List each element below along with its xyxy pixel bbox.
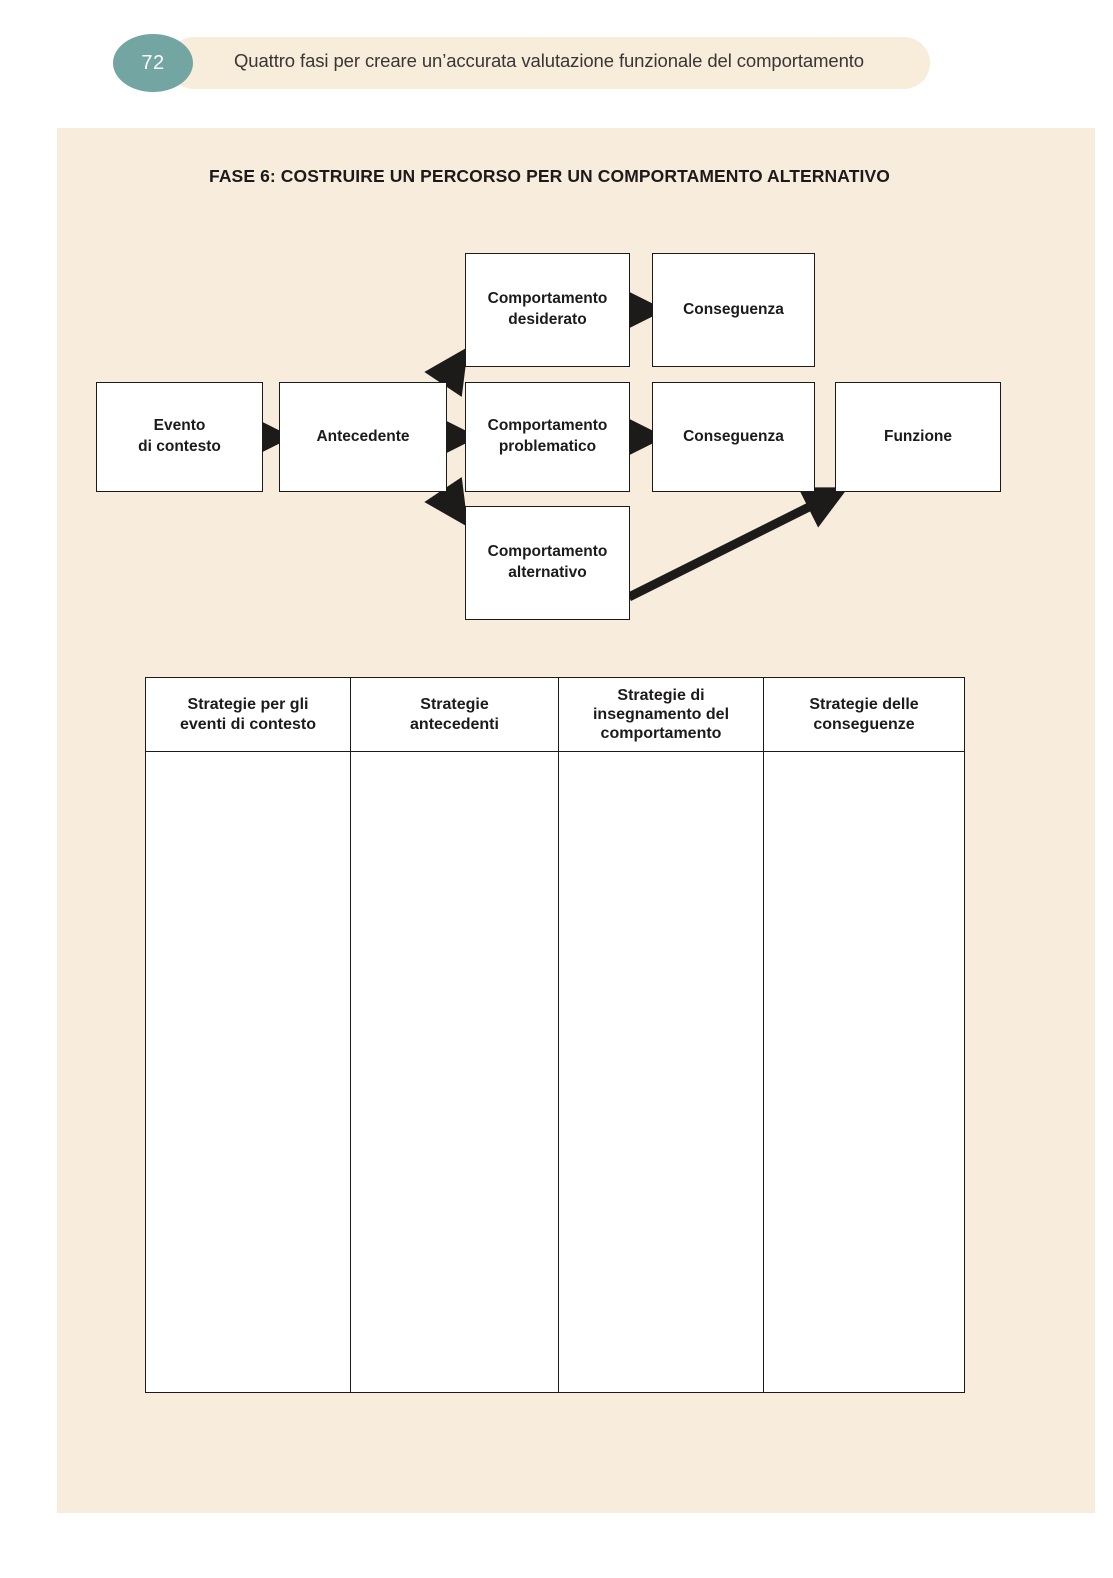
page-number: 72 [141, 51, 165, 74]
table-header-insegnamento-comportamento: Strategie di insegnamento del comportame… [558, 677, 764, 752]
table-cell-strategie-conseguenze[interactable] [763, 751, 965, 1393]
diagram-box-conseguenza-problematico: Conseguenza [652, 382, 815, 492]
table-header-strategie-conseguenze: Strategie delle conseguenze [763, 677, 965, 752]
header-line2: eventi di contesto [179, 715, 317, 733]
arrow-alternativo-to-funzione [626, 487, 849, 602]
box-conseguenza-1-line1: Conseguenza [683, 300, 784, 318]
header-line2: conseguenze [813, 715, 915, 733]
diagram-box-comportamento-alternativo: Comportamento alternativo [465, 506, 630, 620]
table-header-row: Strategie per gli eventi di contesto Str… [145, 677, 965, 752]
table-header-eventi-di-contesto: Strategie per gli eventi di contesto [145, 677, 351, 752]
box-desiderato-line1: Comportamento [487, 290, 608, 308]
box-evento-line2: di contesto [138, 438, 221, 455]
box-funzione-line1: Funzione [883, 427, 953, 445]
behavior-pathway-diagram: Evento di contesto Antecedente Comportam… [57, 128, 1095, 668]
header-line1: Strategie [420, 696, 489, 714]
header-line2: insegnamento del [592, 705, 730, 723]
page-number-badge: 72 [113, 34, 193, 92]
table-row [145, 751, 965, 1393]
header-line1: Strategie per gli [187, 696, 309, 714]
table-header-strategie-antecedenti: Strategie antecedenti [350, 677, 559, 752]
box-problematico-line2: problematico [498, 438, 597, 455]
box-desiderato-line2: desiderato [508, 311, 587, 328]
header-line1: Strategie di [617, 686, 705, 704]
table-cell-insegnamento-comportamento[interactable] [558, 751, 764, 1393]
header-line1: Strategie delle [809, 696, 919, 714]
diagram-box-antecedente: Antecedente [279, 382, 447, 492]
table-cell-eventi-di-contesto[interactable] [145, 751, 351, 1393]
box-alternativo-line1: Comportamento [487, 543, 608, 561]
box-antecedente-line1: Antecedente [316, 427, 410, 445]
strategies-table: Strategie per gli eventi di contesto Str… [145, 677, 965, 1393]
header-line3: comportamento [600, 725, 722, 743]
header-line2: antecedenti [410, 715, 499, 733]
diagram-box-comportamento-problematico: Comportamento problematico [465, 382, 630, 492]
box-evento-line1: Evento [153, 417, 206, 435]
table-cell-strategie-antecedenti[interactable] [350, 751, 559, 1393]
diagram-box-conseguenza-desiderato: Conseguenza [652, 253, 815, 367]
section-title: FASE 6: COSTRUIRE UN PERCORSO PER UN COM… [209, 166, 890, 186]
diagram-box-comportamento-desiderato: Comportamento desiderato [465, 253, 630, 367]
diagram-box-funzione: Funzione [835, 382, 1001, 492]
box-conseguenza-2-line1: Conseguenza [683, 427, 784, 445]
running-header-bar [168, 37, 930, 89]
running-header-title: Quattro fasi per creare un’accurata valu… [234, 50, 864, 71]
box-problematico-line1: Comportamento [487, 417, 608, 435]
box-alternativo-line2: alternativo [508, 564, 587, 581]
diagram-box-evento-di-contesto: Evento di contesto [96, 382, 263, 492]
